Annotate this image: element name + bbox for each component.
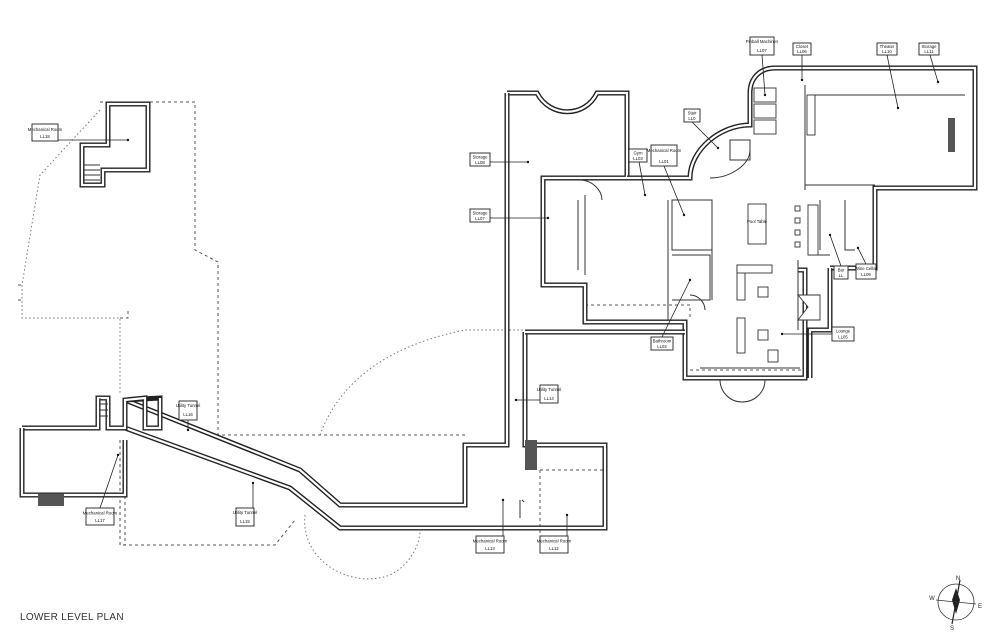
- svg-text:Utility Tunnel: Utility Tunnel: [176, 403, 201, 408]
- svg-text:LL0: LL0: [688, 116, 696, 121]
- room-tag-bathroom: Bathroom LL02: [650, 278, 692, 351]
- svg-text:E: E: [978, 604, 982, 610]
- room-tag-lounge: Lounge LL05: [780, 326, 855, 342]
- svg-text:LL12: LL12: [549, 546, 559, 551]
- room-label-pool-table: Pool Table: [747, 219, 768, 224]
- svg-text:Mechanical Room: Mechanical Room: [28, 127, 63, 132]
- svg-text:Storage: Storage: [921, 44, 937, 49]
- svg-text:LL05: LL05: [838, 335, 848, 340]
- svg-text:S: S: [950, 626, 954, 632]
- svg-text:LL17: LL17: [95, 518, 105, 523]
- svg-text:LL13: LL13: [485, 546, 495, 551]
- room-tag-utility-ll15: Utility Tunnel LL15: [233, 481, 258, 527]
- room-tag-storage-lower: Storage LL07: [469, 208, 550, 223]
- svg-text:Mechanical Room: Mechanical Room: [83, 511, 118, 516]
- svg-text:LL14: LL14: [544, 396, 554, 401]
- svg-text:Utility Tunnel: Utility Tunnel: [537, 387, 562, 392]
- room-tag-utility-ll16: Utility Tunnel LL16: [176, 400, 201, 432]
- svg-text:LL08: LL08: [475, 160, 485, 165]
- svg-text:LL03: LL03: [633, 156, 643, 161]
- svg-text:Gym: Gym: [633, 151, 642, 156]
- room-tag-theater: Theater LL10: [876, 42, 900, 110]
- room-tag-wine-cellar: Wine Cellar LL09: [855, 246, 878, 280]
- svg-text:Storage: Storage: [472, 155, 488, 160]
- svg-text:LL15: LL15: [240, 519, 250, 524]
- room-tag-closet: Closet LL06: [792, 42, 812, 82]
- svg-text:Mechanical Room: Mechanical Room: [537, 539, 572, 544]
- svg-text:LL07: LL07: [757, 48, 767, 53]
- svg-text:LL09: LL09: [861, 272, 871, 277]
- svg-text:Theater: Theater: [880, 44, 895, 49]
- north-arrow: N S E W: [929, 576, 982, 632]
- svg-text:W: W: [929, 596, 935, 602]
- svg-text:Utility Tunnel: Utility Tunnel: [233, 510, 258, 515]
- room-tag-stair: Stair LL0: [683, 108, 720, 150]
- svg-text:Pool Table: Pool Table: [747, 219, 768, 224]
- room-tag-bar: Bar LL: [828, 233, 849, 280]
- room-tag-mech-ll18: Mechanical Room LL18: [28, 123, 130, 142]
- room-tag-utility-ll14: Utility Tunnel LL14: [514, 384, 562, 404]
- svg-text:LL: LL: [839, 273, 844, 278]
- svg-text:LL18: LL18: [40, 134, 50, 139]
- room-tag-storage-upper: Storage LL08: [469, 152, 530, 167]
- room-tag-mech-ll17: Mechanical Room LL17: [83, 453, 120, 526]
- room-tag-storage-ll11: Storage LL11: [918, 42, 940, 84]
- svg-text:Pinball Machines: Pinball Machines: [746, 39, 778, 44]
- svg-text:N: N: [956, 576, 960, 582]
- svg-text:LL06: LL06: [797, 49, 807, 54]
- svg-text:Stair: Stair: [688, 111, 697, 116]
- north-arrow-needle-icon: [952, 588, 960, 614]
- room-tags: Mechanical Room LL18 Storage LL08 Storag…: [28, 36, 940, 554]
- svg-text:LL01: LL01: [659, 159, 669, 164]
- svg-text:Mechanical Room: Mechanical Room: [647, 148, 682, 153]
- interior-details: [38, 85, 965, 518]
- svg-text:Bar: Bar: [838, 268, 845, 273]
- room-tag-mech-ll01: Mechanical Room LL01: [647, 144, 686, 217]
- walls: [19, 65, 978, 531]
- plan-title: LOWER LEVEL PLAN: [20, 612, 124, 623]
- room-tag-pinball: Pinball Machines LL07: [746, 36, 778, 97]
- room-tag-mech-ll12: Mechanical Room LL12: [537, 513, 572, 554]
- svg-text:Bathroom: Bathroom: [653, 339, 672, 344]
- svg-text:LL16: LL16: [183, 412, 193, 417]
- svg-text:Wine Cellar: Wine Cellar: [855, 266, 878, 271]
- svg-text:Closet: Closet: [796, 44, 809, 49]
- svg-text:Storage: Storage: [472, 211, 488, 216]
- svg-text:Lounge: Lounge: [836, 329, 851, 334]
- room-tag-gym: Gym LL03: [628, 148, 648, 197]
- svg-text:LL10: LL10: [882, 49, 892, 54]
- svg-text:Mechanical Room: Mechanical Room: [473, 539, 508, 544]
- svg-text:LL11: LL11: [924, 49, 934, 54]
- svg-text:LL07: LL07: [475, 216, 485, 221]
- room-tag-mech-ll13: Mechanical Room LL13: [473, 498, 508, 554]
- svg-text:LL02: LL02: [657, 344, 667, 349]
